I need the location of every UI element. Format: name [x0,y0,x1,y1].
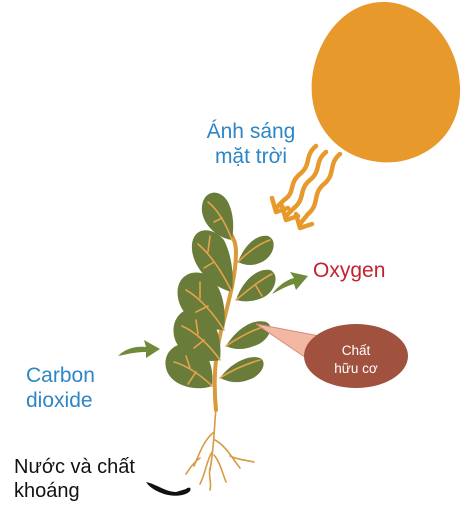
organic-label-line1: Chất [341,343,371,358]
leaf-icon [191,230,233,292]
water-arrow-icon [146,482,191,496]
light-ray-icon [297,151,343,227]
organic-matter-label: Chất hữu cơ [304,342,408,378]
water-minerals-label: Nước và chất khoáng [14,456,135,503]
light-ray-icon [273,143,319,211]
sunlight-label-line1: Ánh sáng [206,120,296,143]
carbon-dioxide-label: Carbon dioxide [26,364,95,414]
water-label-line1: Nước và chất [14,456,135,478]
water-label-line2: khoáng [14,479,80,502]
sunlight-label-line2: mặt trời [214,144,288,168]
leaf-icon [238,235,274,265]
plant-stem [212,234,239,412]
leaf-icon [220,357,264,383]
organic-label-line2: hữu cơ [334,361,378,377]
oxygen-label: Oxygen [313,259,386,282]
organic-bubble [304,324,408,388]
light-ray-icon [283,149,329,219]
co2-arrow-icon [118,340,160,358]
sunlight-label: Ánh sáng mặt trời [196,120,306,170]
co2-label-line1: Carbon [26,364,95,387]
oxygen-arrow-icon [272,272,308,294]
light-rays [269,143,343,231]
co2-label-line2: dioxide [26,388,93,412]
root-icon [185,407,255,491]
sun-icon [311,1,461,163]
